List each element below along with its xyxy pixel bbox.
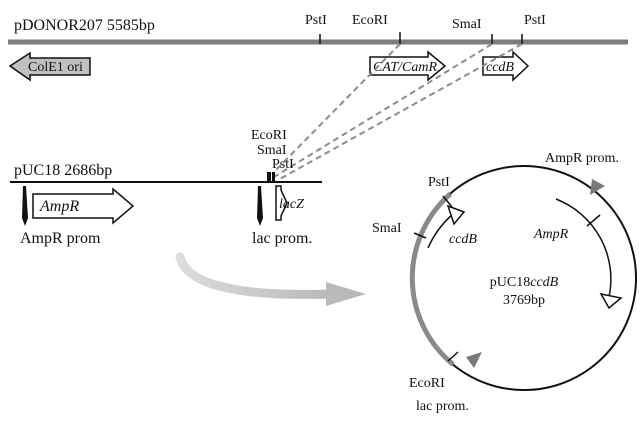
pdonor207-map: pDONOR207 5585bp PstI EcoRI SmaI PstI Co… [8, 13, 628, 82]
plasmid-name: pUC18ccdB [490, 275, 559, 290]
plasmid-smai-tick [413, 232, 427, 239]
donor-ecori-label: EcoRI [352, 13, 388, 28]
insert-projection-lines [271, 43, 523, 181]
puc18-ampr-arrow [32, 187, 135, 225]
puc18-smai-label: SmaI [257, 143, 287, 158]
plasmid-ampr-prom-label: AmpR prom. [545, 151, 619, 166]
puc18-title: pUC18 2686bp [14, 162, 112, 179]
plasmid-psti-tick [442, 195, 453, 208]
donor-pst1-label: PstI [305, 13, 327, 28]
plasmid-ampr-label: AmpR [533, 227, 569, 242]
puc18-ampr-label: AmpR [39, 198, 79, 215]
ampr-prom-arrowhead [590, 179, 605, 195]
plasmid-ampr-arc [555, 198, 612, 298]
ampr-prom-marker [22, 186, 28, 226]
donor-smai-label: SmaI [452, 17, 482, 32]
cat-camr-arrow [369, 50, 447, 82]
dashed-line-pst [277, 43, 523, 181]
dashed-line-smai [273, 43, 493, 178]
plasmid-size: 3769bp [503, 293, 545, 308]
plasmid-ccdb-label: ccdB [449, 232, 477, 247]
mcs-site-ecori [267, 172, 271, 182]
lacz-label: lacZ [279, 197, 304, 212]
puc18-psti-label: PstI [272, 157, 294, 172]
plasmid-ecori-label: EcoRI [409, 376, 445, 391]
ampr-prom-label: AmpR prom [20, 230, 101, 247]
cole1-ori-label: ColE1 ori [28, 60, 83, 75]
insert-arc [409, 192, 455, 367]
plasmid-ecori-tick [447, 351, 459, 362]
lac-prom-label: lac prom. [252, 230, 312, 247]
puc18-ecori-label: EcoRI [251, 128, 287, 143]
plasmid-ampr-arrowhead [599, 292, 623, 310]
plasmid-smai-label: SmaI [372, 221, 402, 236]
lacz-arrow [275, 185, 288, 221]
cat-camr-label: CAT/CamR [373, 60, 437, 75]
cole1-ori-arrow [8, 51, 91, 82]
plasmid-lac-prom-label: lac prom. [416, 399, 469, 414]
cloning-step-arrow [175, 252, 366, 306]
donor-ccdb-label: ccdB [486, 60, 514, 75]
plasmid-name-suffix: ccdB [530, 275, 558, 290]
puc18-map: pUC18 2686bp AmpR prom AmpR lac prom. Ec… [10, 128, 322, 247]
mcs-site-smai [272, 172, 275, 182]
lac-prom-arrowhead [466, 352, 482, 368]
pdonor207-title: pDONOR207 5585bp [14, 17, 155, 34]
plasmid-name-prefix: pUC18 [490, 275, 530, 290]
plasmid-ccdb-arrowhead [446, 204, 466, 226]
lac-prom-marker [257, 186, 263, 226]
donor-pst2-label: PstI [524, 13, 546, 28]
puc18ccdb-map: PstI SmaI ccdB AmpR prom. AmpR EcoRI lac… [372, 151, 637, 414]
cloning-step-arrowhead [326, 282, 366, 306]
cloning-step-curve [175, 252, 335, 299]
dashed-line-ecori [271, 43, 401, 175]
plasmid-ampr-tick [586, 214, 601, 227]
plasmid-psti-label: PstI [428, 175, 450, 190]
